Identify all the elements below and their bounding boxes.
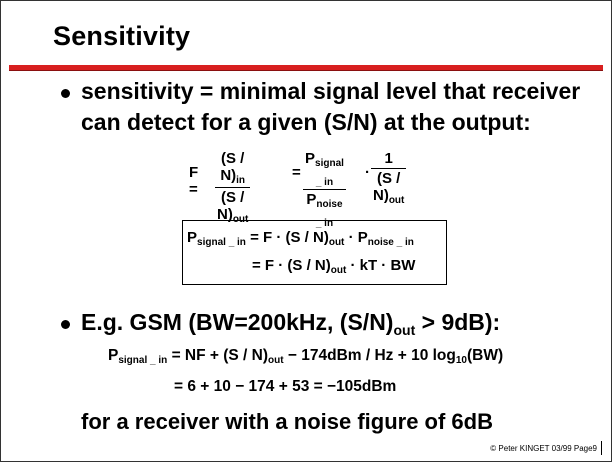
footer-copyright: © Peter KINGET 03/99 Page9 xyxy=(490,444,597,453)
eq1-fraction-sn: (S / N)in (S / N)out xyxy=(215,150,251,225)
title-underline xyxy=(9,65,603,71)
bullet-icon xyxy=(61,320,70,329)
noise-figure-conclusion: for a receiver with a noise figure of 6d… xyxy=(81,409,493,434)
bullet-sensitivity-line1: sensitivity = minimal signal level that … xyxy=(81,78,581,104)
bullet-gsm-example: E.g. GSM (BW=200kHz, (S/N)out > 9dB): xyxy=(81,309,501,338)
eq1-fraction-power: Psignal _ in Pnoise _ in xyxy=(303,150,346,229)
gsm-sensitivity-equation-line2: = 6 + 10 − 174 + 53 = −105dBm xyxy=(174,378,397,395)
slide-title: Sensitivity xyxy=(53,21,191,51)
eq1-dot: · xyxy=(365,164,370,181)
eq1-fraction-inverse: 1 (S / N)out xyxy=(371,150,407,206)
bullet-icon xyxy=(61,89,70,98)
footer-divider xyxy=(601,441,602,455)
bullet-sensitivity-line2: can detect for a given (S/N) at the outp… xyxy=(81,109,531,135)
eq1-equals: = xyxy=(292,164,301,181)
boxed-equation-row-2: = F · (S / N)out · kT · BW xyxy=(252,257,416,276)
sensitivity-equation-box xyxy=(182,220,447,285)
gsm-sensitivity-equation-line1: Psignal _ in = NF + (S / N)out − 174dBm … xyxy=(108,347,504,366)
boxed-equation-row-1: Psignal _ in = F · (S / N)out · Pnoise _… xyxy=(187,229,414,248)
eq1-lhs: F = xyxy=(189,164,199,198)
